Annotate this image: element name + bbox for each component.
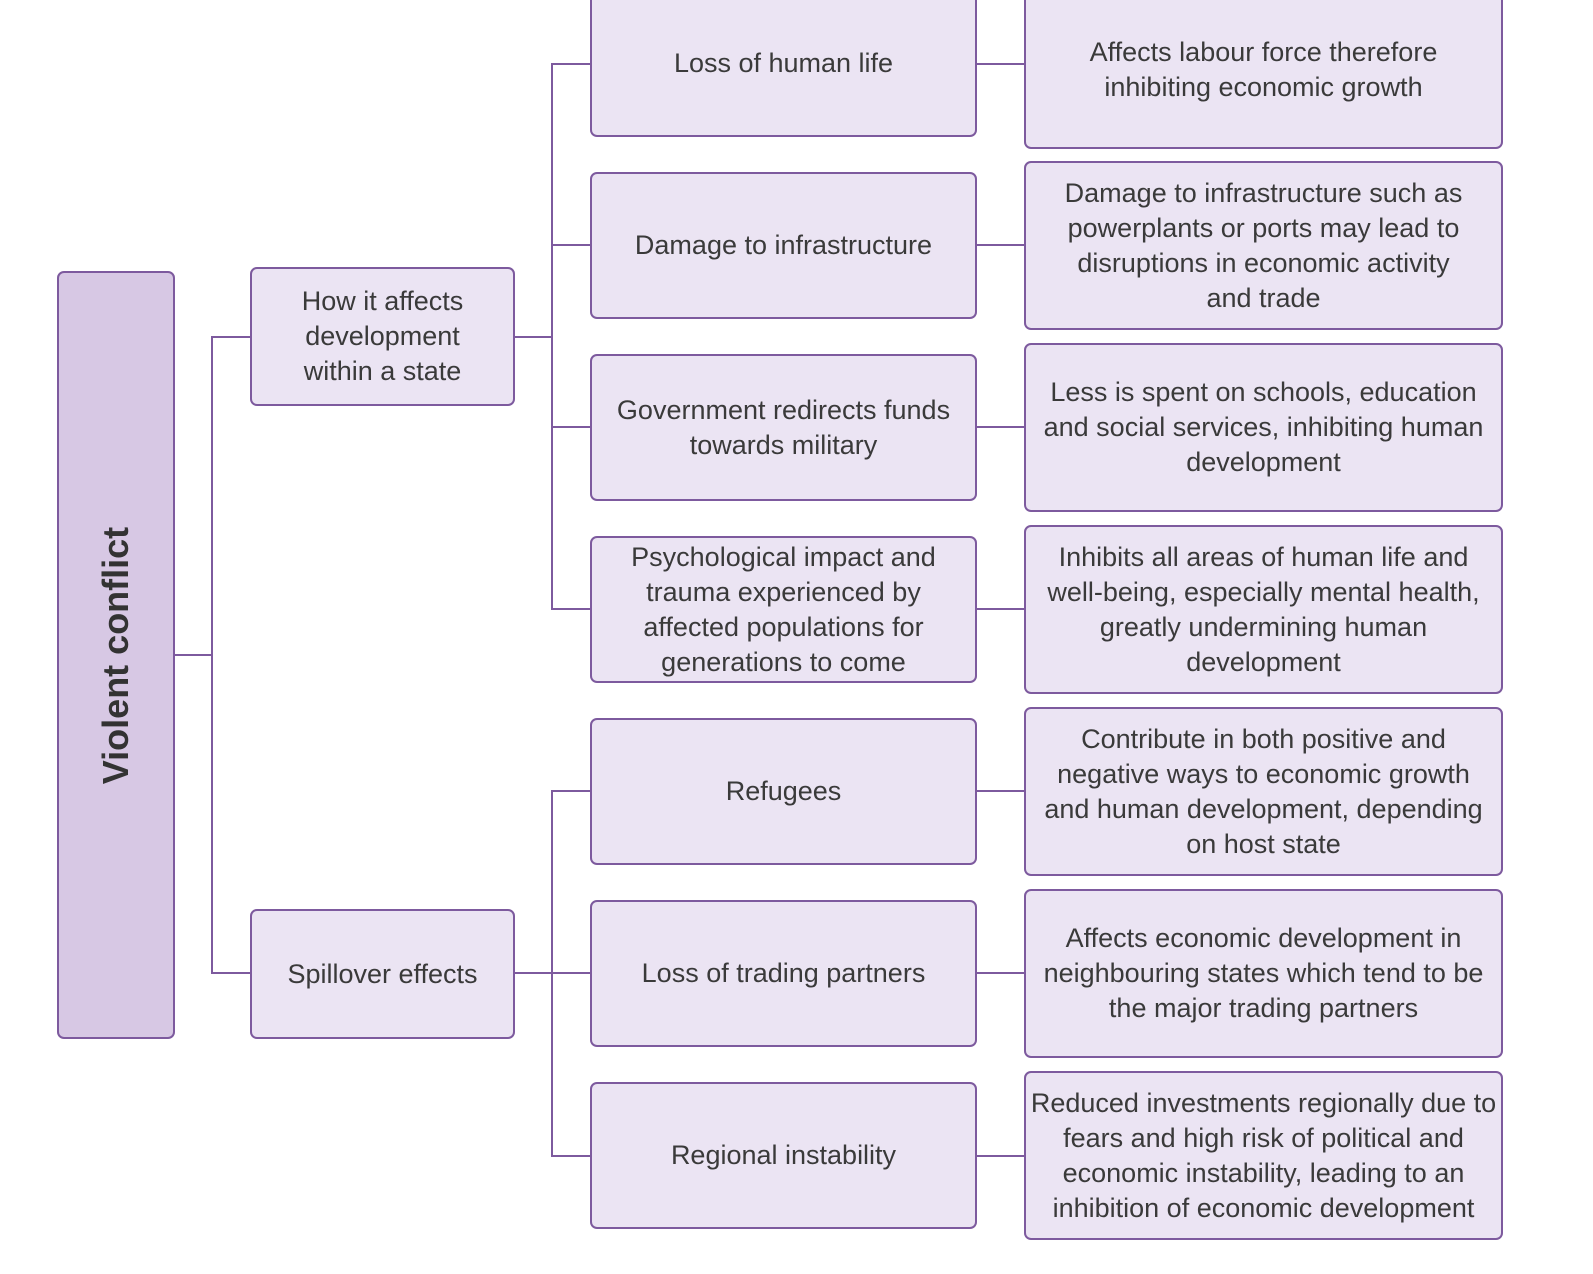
effect-node: Less is spent on schools, education and … [1024, 343, 1503, 512]
cause-node: Government redirects funds towards milit… [590, 354, 977, 501]
cause-node: Regional instability [590, 1082, 977, 1229]
connector-line [211, 972, 251, 974]
effect-node: Damage to infrastructure such as powerpl… [1024, 161, 1503, 330]
connector-line [975, 790, 1025, 792]
root-label: Violent conflict [95, 526, 137, 784]
connector-line [174, 654, 212, 656]
connector-line [514, 336, 552, 338]
connector-line [551, 790, 553, 1157]
connector-line [551, 790, 591, 792]
branch-node: Spillover effects [250, 909, 515, 1039]
effect-node: Inhibits all areas of human life and wel… [1024, 525, 1503, 694]
cause-node: Damage to infrastructure [590, 172, 977, 319]
connector-line [551, 63, 591, 65]
connector-line [551, 1155, 591, 1157]
connector-line [551, 244, 591, 246]
effect-node: Contribute in both positive and negative… [1024, 707, 1503, 876]
cause-node: Loss of human life [590, 0, 977, 137]
connector-line [975, 1155, 1025, 1157]
connector-line [551, 63, 553, 610]
connector-line [975, 63, 1025, 65]
connector-line [211, 336, 213, 974]
root-node: Violent conflict [57, 271, 175, 1039]
cause-node: Psychological impact and trauma experien… [590, 536, 977, 683]
effect-node: Affects economic development in neighbou… [1024, 889, 1503, 1058]
cause-node: Refugees [590, 718, 977, 865]
cause-node: Loss of trading partners [590, 900, 977, 1047]
connector-line [975, 426, 1025, 428]
connector-line [211, 336, 251, 338]
effect-node: Reduced investments regionally due to fe… [1024, 1071, 1503, 1240]
effect-node: Affects labour force therefore inhibitin… [1024, 0, 1503, 149]
connector-line [975, 244, 1025, 246]
connector-line [975, 972, 1025, 974]
connector-line [551, 426, 591, 428]
branch-node: How it affects development within a stat… [250, 267, 515, 406]
connector-line [551, 608, 591, 610]
connector-line [975, 608, 1025, 610]
